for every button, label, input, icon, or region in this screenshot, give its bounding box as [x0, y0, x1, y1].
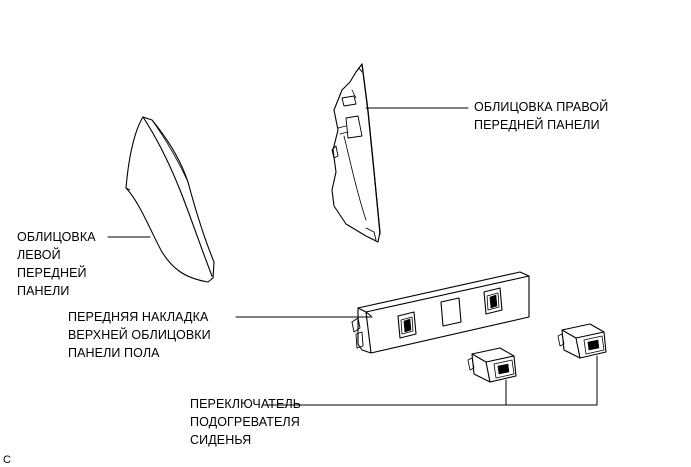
- label-left-front-panel-trim: ОБЛИЦОВКА ЛЕВОЙ ПЕРЕДНЕЙ ПАНЕЛИ: [17, 228, 96, 300]
- label-line: ВЕРХНЕЙ ОБЛИЦОВКИ: [68, 328, 211, 342]
- leader-seat-heater-switch: [267, 355, 598, 406]
- label-line: ПЕРЕКЛЮЧАТЕЛЬ: [190, 397, 302, 411]
- label-line: ПЕРЕДНЕЙ ПАНЕЛИ: [474, 118, 600, 132]
- figure-code: C: [3, 454, 12, 466]
- floor-panel-upper-trim-front-part: [351, 271, 530, 354]
- label-line: ПАНЕЛИ: [17, 284, 70, 298]
- left-front-panel-trim-part: [125, 116, 215, 283]
- label-line: ЛЕВОЙ: [17, 248, 61, 262]
- label-line: ПАНЕЛИ ПОЛА: [68, 346, 160, 360]
- seat-heater-switch-left-part: [467, 347, 517, 383]
- label-line: ПОДОГРЕВАТЕЛЯ: [190, 415, 300, 429]
- label-line: СИДЕНЬЯ: [190, 433, 252, 447]
- right-front-panel-trim-part: [331, 63, 381, 243]
- label-seat-heater-switch: ПЕРЕКЛЮЧАТЕЛЬ ПОДОГРЕВАТЕЛЯ СИДЕНЬЯ: [190, 395, 301, 449]
- label-floor-panel-upper-trim-front: ПЕРЕДНЯЯ НАКЛАДКА ВЕРХНЕЙ ОБЛИЦОВКИ ПАНЕ…: [68, 308, 211, 362]
- label-line: ПЕРЕДНЕЙ: [17, 266, 87, 280]
- label-line: ОБЛИЦОВКА ПРАВОЙ: [474, 100, 609, 114]
- seat-heater-switch-right-part: [557, 323, 607, 359]
- label-line: ОБЛИЦОВКА: [17, 230, 96, 244]
- label-right-front-panel-trim: ОБЛИЦОВКА ПРАВОЙ ПЕРЕДНЕЙ ПАНЕЛИ: [474, 98, 608, 134]
- label-line: ПЕРЕДНЯЯ НАКЛАДКА: [68, 310, 209, 324]
